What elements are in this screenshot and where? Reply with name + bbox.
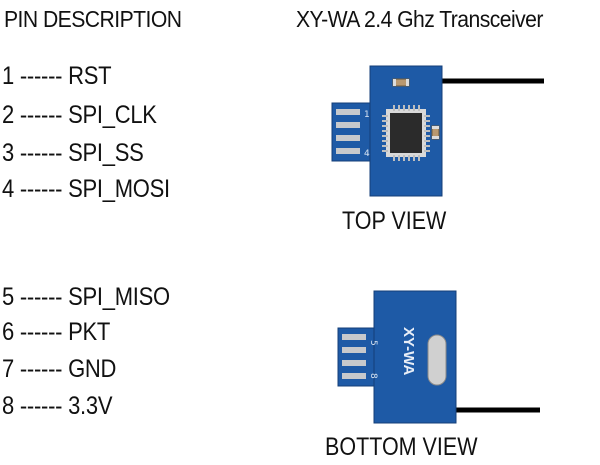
pin-number: 1 <box>2 62 14 90</box>
edge-pad <box>336 109 360 115</box>
pin-name: SPI_MOSI <box>68 175 170 203</box>
pin-row-3: 3 ------ SPI_SS <box>2 139 144 168</box>
board-silkscreen-text: XY-WA <box>400 327 417 376</box>
pin-number: 4 <box>2 175 14 203</box>
pin-row-5: 5 ------ SPI_MISO <box>2 283 170 312</box>
pin-number: 5 <box>2 283 14 311</box>
pin-description-heading: PIN DESCRIPTION <box>4 6 182 32</box>
edge-pad <box>336 148 360 154</box>
pin-row-7: 7 ------ GND <box>2 355 116 384</box>
pin-mark-8: 8 <box>368 373 378 379</box>
pin-name: PKT <box>68 318 111 346</box>
pin-name: SPI_SS <box>68 139 144 167</box>
pin-name: GND <box>68 355 117 383</box>
pin-row-4: 4 ------ SPI_MOSI <box>2 175 170 204</box>
pin-dashes: ------ <box>19 101 63 129</box>
pin-row-8: 8 ------ 3.3V <box>2 392 113 421</box>
pin-name: SPI_CLK <box>68 101 157 129</box>
pin-number: 7 <box>2 355 14 383</box>
pin-dashes: ------ <box>19 283 63 311</box>
crystal-oscillator <box>427 334 447 386</box>
pin-dashes: ------ <box>19 62 63 90</box>
pin-dashes: ------ <box>19 175 63 203</box>
pin-dashes: ------ <box>19 355 63 383</box>
transceiver-chip <box>382 105 430 161</box>
edge-pad <box>342 347 366 353</box>
pin-name: SPI_MISO <box>68 283 170 311</box>
pin-mark-5: 5 <box>368 340 378 346</box>
pin-number: 8 <box>2 392 14 420</box>
pin-dashes: ------ <box>19 392 63 420</box>
edge-pad <box>342 360 366 366</box>
pin-mark-4: 4 <box>364 149 370 159</box>
pin-row-2: 2 ------ SPI_CLK <box>2 101 157 130</box>
edge-pad <box>336 122 360 128</box>
pin-dashes: ------ <box>19 139 63 167</box>
pin-row-6: 6 ------ PKT <box>2 318 110 347</box>
module-title: XY-WA 2.4 Ghz Transceiver <box>296 6 543 32</box>
bottom-view-label: BOTTOM VIEW <box>325 433 478 461</box>
pin-number: 2 <box>2 101 14 129</box>
top-view-label: TOP VIEW <box>342 207 447 235</box>
pin-mark-1: 1 <box>364 110 370 120</box>
pin-row-1: 1 ------ RST <box>2 62 112 91</box>
pin-number: 3 <box>2 139 14 167</box>
edge-pad <box>342 373 366 379</box>
pin-name: RST <box>68 62 112 90</box>
edge-pad <box>342 334 366 340</box>
bottom-view-module: 5 8 XY-WA <box>337 290 540 424</box>
pin-dashes: ------ <box>19 318 63 346</box>
pin-name: 3.3V <box>68 392 113 420</box>
edge-pad <box>336 135 360 141</box>
top-view-module: 1 4 <box>331 65 544 197</box>
pin-number: 6 <box>2 318 14 346</box>
